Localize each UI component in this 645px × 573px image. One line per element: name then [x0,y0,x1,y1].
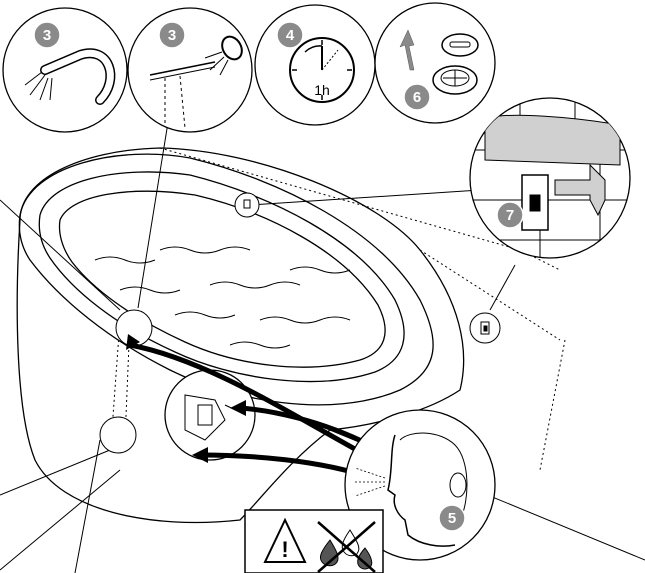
floor-line-left-2 [0,470,120,570]
svg-text:!: ! [281,537,288,562]
controller-callout: 7 [470,98,645,260]
timer-duration: 1h [314,82,330,98]
drain-callout: 6 [375,3,495,123]
warning-label: ! [245,510,383,573]
bathtub-rim-inner [39,172,404,382]
spout-callout: 3 [3,8,127,132]
step-number: 3 [43,27,51,44]
step-number: 5 [448,510,456,527]
step-number: 7 [506,207,514,224]
locator-circle [100,417,136,453]
bathtub-rim-outer [19,154,433,405]
bathtub-basin [60,191,386,367]
step-number: 3 [168,27,176,44]
handshower-callout: 3 [128,8,252,132]
locator-circle [235,193,259,217]
step-number: 4 [286,27,295,44]
timer-callout: 1h 4 [255,5,375,125]
wall-shelf [485,115,620,165]
step-number: 6 [413,89,421,106]
plumbing-detail-callout [165,370,255,460]
ear-icon [450,473,466,497]
